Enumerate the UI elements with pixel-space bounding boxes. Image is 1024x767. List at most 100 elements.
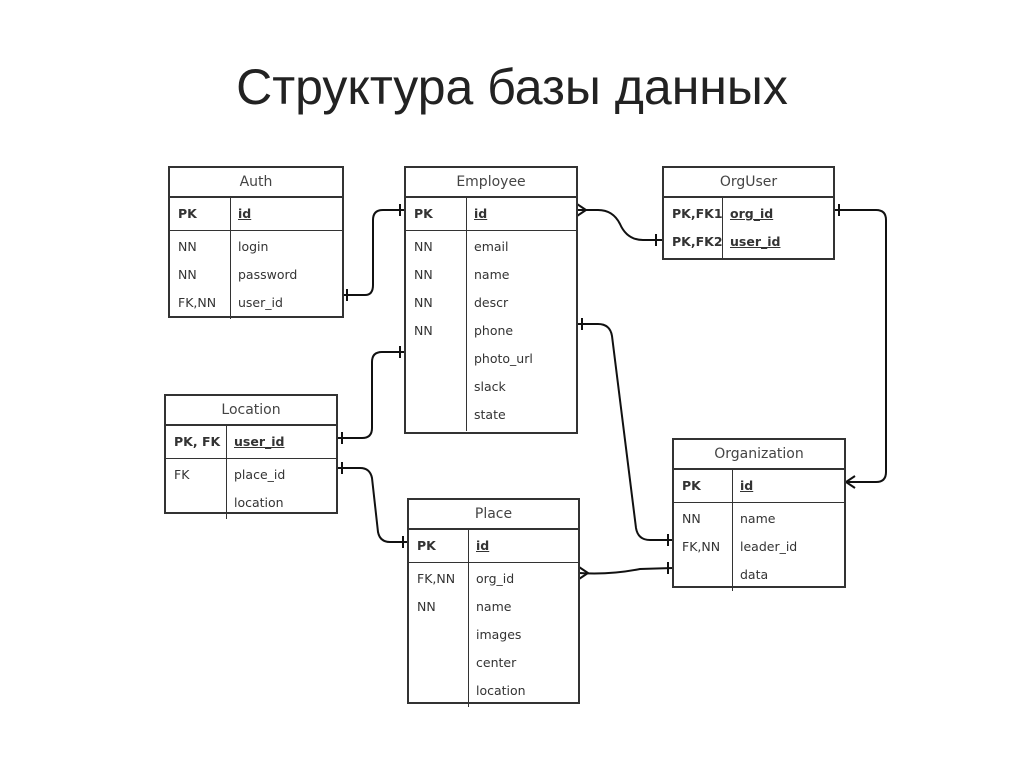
rel-employee-orguser-crow bbox=[576, 203, 588, 217]
field-cell: name bbox=[474, 267, 510, 282]
field-cell: slack bbox=[474, 379, 506, 394]
rel-auth-employee bbox=[343, 209, 405, 296]
column-divider bbox=[468, 530, 469, 707]
table-row: FK,NN leader_id bbox=[674, 533, 844, 561]
key-cell: FK,NN bbox=[682, 539, 721, 554]
rel-place-organization-crow bbox=[578, 566, 590, 580]
field-cell: password bbox=[238, 267, 298, 282]
table-row: NN phone bbox=[406, 317, 576, 345]
table-row: photo_url bbox=[406, 345, 576, 373]
field-cell: state bbox=[474, 407, 506, 422]
employee-table-header: Employee bbox=[406, 168, 576, 198]
key-cell: NN bbox=[682, 511, 701, 526]
field-cell: place_id bbox=[234, 467, 286, 482]
key-cell: PK bbox=[178, 206, 197, 221]
orguser-table-header: OrgUser bbox=[664, 168, 833, 198]
field-cell: user_id bbox=[238, 295, 283, 310]
field-cell: user_id bbox=[730, 234, 781, 249]
place-table-body: PK id FK,NN org_id NN name images center lo… bbox=[409, 530, 578, 707]
table-row: state bbox=[406, 401, 576, 429]
pk-section: PK id bbox=[170, 198, 342, 231]
slide-title: Структура базы данных bbox=[236, 59, 788, 115]
table-row: NN name bbox=[406, 261, 576, 289]
table-row: location bbox=[166, 489, 336, 517]
key-cell: FK,NN bbox=[417, 571, 456, 586]
key-cell: NN bbox=[414, 239, 433, 254]
rel-place-organization bbox=[578, 567, 674, 575]
organization-table-header: Organization bbox=[674, 440, 844, 470]
key-cell: FK bbox=[174, 467, 190, 482]
key-cell: PK bbox=[682, 478, 701, 493]
column-divider bbox=[230, 198, 231, 319]
field-cell: leader_id bbox=[740, 539, 798, 554]
column-divider bbox=[226, 426, 227, 519]
field-cell: images bbox=[476, 627, 522, 642]
location-table-body: PK, FK user_id FK place_id location bbox=[166, 426, 336, 519]
table-row: PK, FK user_id bbox=[166, 428, 336, 456]
organization-table-body: PK id NN name FK,NN leader_id data bbox=[674, 470, 844, 591]
rel-employee-organization bbox=[577, 323, 673, 541]
table-row: center bbox=[409, 649, 578, 677]
organization-table: Organization PK id NN name FK,NN leader_id … bbox=[672, 438, 846, 591]
field-cell: phone bbox=[474, 323, 514, 338]
key-cell: PK, FK bbox=[174, 434, 221, 449]
rel-employee-orguser bbox=[577, 209, 662, 241]
field-cell: user_id bbox=[234, 434, 285, 449]
location-table: Location PK, FK user_id FK place_id locati… bbox=[164, 394, 338, 519]
table-row: NN login bbox=[170, 233, 342, 261]
table-row: data bbox=[674, 561, 844, 589]
field-section: FK place_id location bbox=[166, 459, 336, 519]
pk-section: PK, FK user_id bbox=[166, 426, 336, 459]
table-row: PK id bbox=[674, 472, 844, 500]
rel-location-place bbox=[337, 467, 408, 543]
field-section: FK,NN org_id NN name images center locatio… bbox=[409, 563, 578, 707]
table-row: PK id bbox=[409, 532, 578, 560]
field-cell: id bbox=[238, 206, 252, 221]
field-cell: login bbox=[238, 239, 269, 254]
field-cell: center bbox=[476, 655, 517, 670]
field-cell: id bbox=[740, 478, 754, 493]
field-cell: photo_url bbox=[474, 351, 533, 366]
rel-orguser-organization bbox=[834, 209, 887, 483]
field-cell: location bbox=[476, 683, 526, 698]
field-cell: data bbox=[740, 567, 769, 582]
key-cell: NN bbox=[417, 599, 436, 614]
field-cell: org_id bbox=[476, 571, 515, 586]
column-divider bbox=[722, 198, 723, 258]
table-row: images bbox=[409, 621, 578, 649]
table-row: NN descr bbox=[406, 289, 576, 317]
rel-orguser-organization-crow bbox=[844, 475, 856, 489]
field-cell: name bbox=[740, 511, 776, 526]
key-cell: PK bbox=[417, 538, 436, 553]
pk-section: PK id bbox=[674, 470, 844, 503]
table-row: FK,NN org_id bbox=[409, 565, 578, 593]
field-cell: location bbox=[234, 495, 284, 510]
table-row: NN name bbox=[409, 593, 578, 621]
field-cell: id bbox=[476, 538, 490, 553]
key-cell: NN bbox=[414, 295, 433, 310]
key-cell: NN bbox=[414, 267, 433, 282]
field-cell: descr bbox=[474, 295, 509, 310]
location-table-header: Location bbox=[166, 396, 336, 426]
column-divider bbox=[466, 198, 467, 431]
field-cell: name bbox=[476, 599, 512, 614]
table-row: NN name bbox=[674, 505, 844, 533]
column-divider bbox=[732, 470, 733, 591]
key-cell: NN bbox=[178, 239, 197, 254]
key-cell: NN bbox=[414, 323, 433, 338]
